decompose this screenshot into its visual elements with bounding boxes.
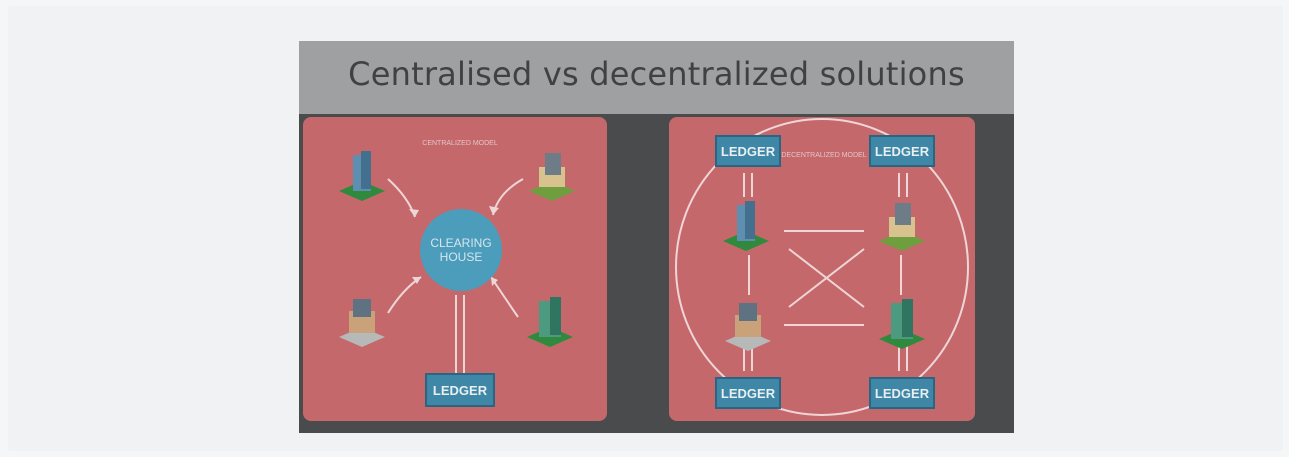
slide-title: Centralised vs decentralized solutions	[348, 55, 965, 93]
decentralized-arrows	[675, 118, 969, 416]
decentralized-caption: DECENTRALIZED MODEL	[781, 152, 867, 159]
arrow-diagonal-2	[788, 248, 865, 308]
decentralized-panel: DECENTRALIZED MODEL LEDGER LEDGER LEDGER…	[669, 117, 975, 421]
image-frame: Centralised vs decentralized solutions	[8, 6, 1283, 451]
office-building-icon	[339, 151, 385, 201]
slide: Centralised vs decentralized solutions	[299, 41, 1014, 433]
apartment-icon	[879, 299, 925, 349]
house-icon	[879, 203, 925, 251]
ledger-top-right: LEDGER	[869, 135, 935, 167]
house-icon	[339, 299, 385, 347]
centralized-panel: CENTRALIZED MODEL CLEARING HOUSE	[303, 117, 607, 421]
clearing-house-label: CLEARING HOUSE	[430, 236, 492, 264]
house-icon	[725, 303, 771, 351]
centralized-caption: CENTRALIZED MODEL	[422, 140, 498, 147]
ledger-top-left: LEDGER	[715, 135, 781, 167]
house-icon	[529, 153, 575, 201]
central-ledger: LEDGER	[425, 373, 495, 407]
ledger-bottom-left: LEDGER	[715, 377, 781, 409]
clearing-house-node: CLEARING HOUSE	[420, 209, 502, 291]
arrow-br-to-hub	[490, 276, 519, 318]
apartment-icon	[527, 297, 573, 347]
ledger-bottom-right: LEDGER	[869, 377, 935, 409]
office-building-icon	[723, 201, 769, 251]
